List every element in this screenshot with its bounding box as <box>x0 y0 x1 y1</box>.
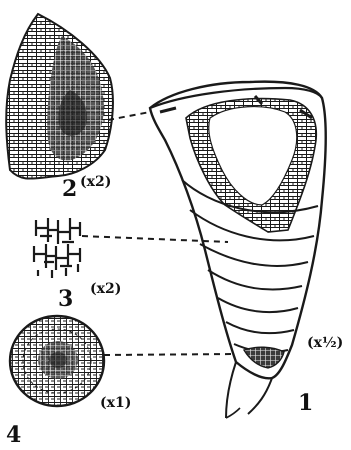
figure-4-round-section <box>10 316 104 406</box>
figure-1-number: 1 <box>298 392 313 414</box>
figure-3-number: 3 <box>58 288 73 310</box>
figure-2-scale: (x2) <box>80 175 111 189</box>
figure-3-tissue <box>34 218 80 278</box>
figure-2-section <box>6 14 113 179</box>
figure-1-horn-coral <box>150 82 326 418</box>
figure-4-number: 4 <box>6 424 21 446</box>
figure-1-scale: (x½) <box>307 336 343 350</box>
figure-2-number: 2 <box>62 178 77 200</box>
figure-3-scale: (x2) <box>90 282 121 296</box>
figure-4-scale: (x1) <box>100 396 131 410</box>
